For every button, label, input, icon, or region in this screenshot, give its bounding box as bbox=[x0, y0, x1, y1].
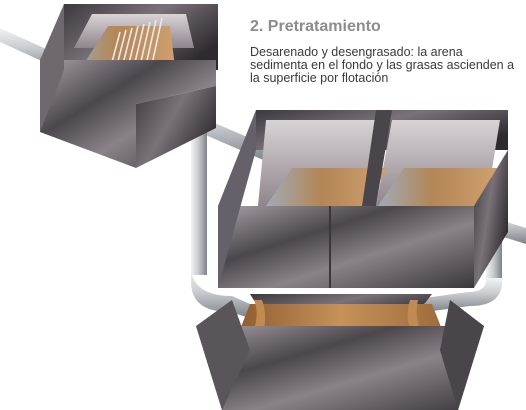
basin-left bbox=[196, 300, 250, 410]
drain-pipe-left-elbow bbox=[190, 270, 250, 318]
settling-wall-left bbox=[218, 110, 256, 288]
diagram-title: 2. Pretratamiento bbox=[250, 18, 381, 35]
settling-wall-side bbox=[474, 150, 508, 288]
screen-channel-tank bbox=[40, 4, 218, 168]
sediment-right bbox=[378, 168, 498, 206]
settling-tanks bbox=[218, 110, 508, 288]
drain-pipe-right-elbow bbox=[425, 278, 503, 312]
basin-front bbox=[196, 326, 484, 410]
basin-right bbox=[440, 300, 484, 410]
settling-wall-front bbox=[218, 206, 474, 288]
sediment-left bbox=[266, 168, 388, 206]
diagram-description: Desarenado y desengrasado: la arena sedi… bbox=[250, 45, 515, 85]
tank-wall-front bbox=[40, 60, 216, 168]
drain-pipe-left bbox=[191, 115, 207, 275]
tank-wall-left bbox=[40, 4, 64, 132]
diagram-caption: 2. Pretratamiento Desarenado y desengras… bbox=[250, 18, 522, 85]
collection-basin bbox=[196, 294, 484, 410]
divider-wall bbox=[362, 110, 392, 206]
tank-wall-side bbox=[136, 86, 216, 168]
